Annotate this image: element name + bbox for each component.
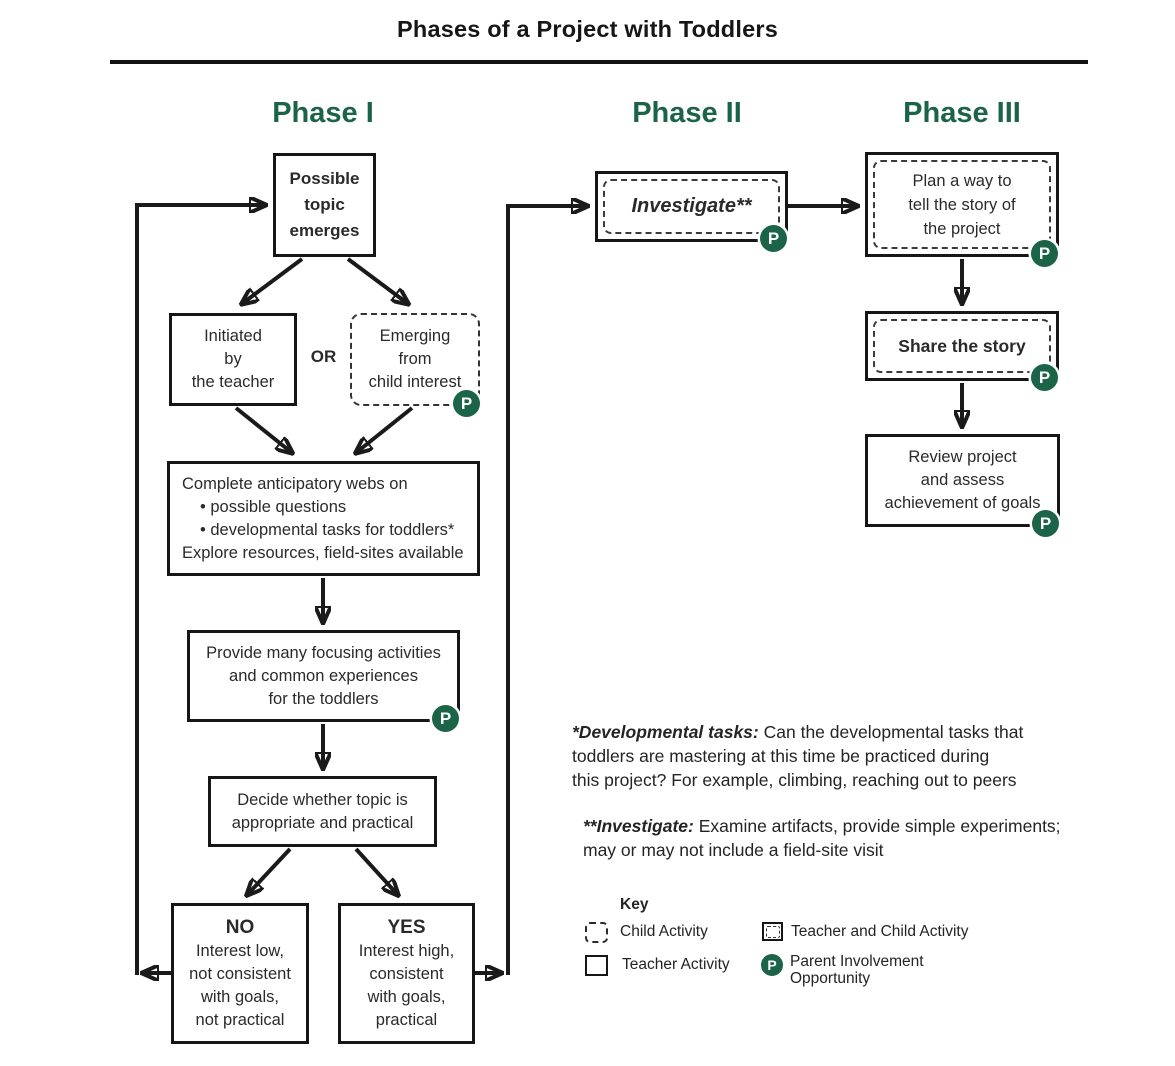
box-review-project-text: Review project and assess achievement of… [884,448,1041,512]
arrow-possible-to-emerging [346,257,407,303]
box-plan-story-text: Plan a way to tell the story of the proj… [908,171,1016,238]
footnote-developmental-tasks: *Developmental tasks: Can the developmen… [561,696,1062,792]
no-title: NO [225,917,255,938]
box-review-project: Review project and assess achievement of… [865,434,1060,537]
parent-involvement-badge: P [1031,364,1058,391]
parent-involvement-badge: P [1031,240,1058,267]
phase-2-header: Phase II [632,97,742,129]
box-share-story: Share the story P [865,311,1059,391]
parent-involvement-badge: P [453,390,480,417]
footnote-developmental-rest: Can the developmental tasks that toddler… [572,722,1024,790]
key-label-teacher-activity: Teacher Activity [622,956,730,973]
webs-line-3: • developmental tasks for toddlers* [200,520,455,539]
key-title: Key [620,896,649,913]
parent-involvement-badge: P [432,705,459,732]
arrow-initiated-to-webs [234,406,291,452]
box-possible-topic-text: Possible topic emerges [289,169,360,240]
key-label-parent-involvement: Parent Involvement Opportunity [790,953,924,987]
phase-1-header: Phase I [272,97,374,129]
footnote-investigate: **Investigate: Examine artifacts, provid… [565,790,1073,862]
parent-involvement-badge: P [760,225,787,252]
box-focusing-activities: Provide many focusing activities and com… [187,630,460,732]
arrow-decide-to-no [248,847,292,894]
title-divider [110,60,1088,64]
yes-title: YES [387,917,426,938]
box-investigate: Investigate** P [595,171,788,252]
arrow-loop-to-possible-topic [135,205,264,975]
box-initiated-by-teacher: Initiated by the teacher [169,313,297,406]
key-label-child-activity: Child Activity [620,923,708,940]
webs-line-1: Complete anticipatory webs on [182,474,408,493]
box-yes-outcome: YES Interest high, consistent with goals… [338,903,475,1044]
teacher-child-activity-icon [762,922,783,941]
box-decide-text: Decide whether topic is appropriate and … [231,790,414,832]
or-label: OR [310,347,337,366]
parent-involvement-icon: P [761,954,783,976]
parent-involvement-badge: P [1032,510,1059,537]
box-anticipatory-webs: Complete anticipatory webs on • possible… [167,461,480,576]
box-emerging-from-child-interest: Emerging from child interest P [350,313,480,417]
box-decide-topic: Decide whether topic is appropriate and … [208,776,437,847]
teacher-activity-icon [585,955,608,976]
box-no-outcome: NO Interest low, not consistent with goa… [171,903,309,1044]
arrow-loop-to-investigate [506,206,586,975]
box-focusing-activities-text: Provide many focusing activities and com… [206,643,441,708]
box-investigate-text: Investigate** [631,195,752,217]
webs-line-2: • possible questions [200,497,347,516]
page-title: Phases of a Project with Toddlers [397,16,778,42]
webs-line-4: Explore resources, field-sites available [182,543,464,562]
arrow-possible-to-initiated [243,257,304,303]
box-possible-topic: Possible topic emerges [273,153,376,257]
box-emerging-text: Emerging from child interest [368,327,462,391]
key-label-teacher-child-activity: Teacher and Child Activity [791,923,969,940]
box-share-story-text: Share the story [898,335,1026,356]
footnote-investigate-lead: **Investigate: [583,816,694,836]
footnote-developmental-lead: *Developmental tasks: [572,722,759,742]
footnote-investigate-rest: Examine artifacts, provide simple experi… [583,816,1061,860]
arrow-decide-to-yes [354,847,397,894]
phase-3-header: Phase III [903,97,1021,129]
yes-text: Interest high, consistent with goals, pr… [358,942,455,1029]
box-plan-story: Plan a way to tell the story of the proj… [865,152,1059,267]
box-initiated-text: Initiated by the teacher [191,327,275,391]
no-text: Interest low, not consistent with goals,… [189,942,291,1029]
key-legend: Key Child Activity Teacher Activity Teac… [583,896,1023,1006]
arrow-emerging-to-webs [357,406,414,452]
child-activity-icon [585,922,608,943]
